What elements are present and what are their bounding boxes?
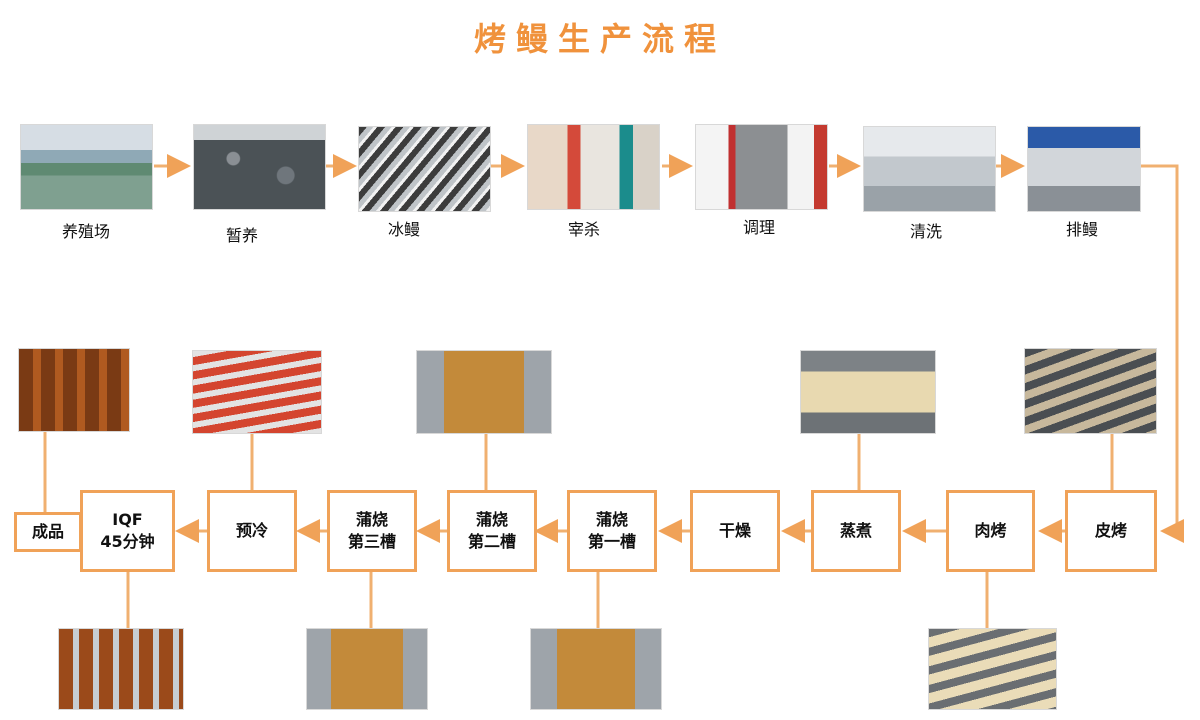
step-label-slaughter: 宰杀 bbox=[567, 220, 600, 239]
step-box-skin-roast: 皮烤 bbox=[1065, 490, 1157, 572]
photo-wash bbox=[863, 126, 996, 212]
photo-steam bbox=[800, 350, 936, 434]
photo-preparation bbox=[695, 124, 828, 210]
step-box-label: IQF bbox=[112, 510, 143, 529]
step-box-kabayaki-2: 蒲烧 第二槽 bbox=[447, 490, 537, 572]
photo-meat-roast bbox=[928, 628, 1057, 710]
step-box-label: 第一槽 bbox=[587, 532, 636, 551]
step-box-label: 蒲烧 bbox=[475, 510, 508, 529]
step-label-prep: 调理 bbox=[742, 218, 775, 237]
step-box-label: 第三槽 bbox=[347, 532, 396, 551]
photo-farm bbox=[20, 124, 153, 210]
photo-roller-2 bbox=[416, 350, 552, 434]
step-box-label: 肉烤 bbox=[974, 521, 1007, 540]
step-label-ice: 冰鳗 bbox=[387, 220, 420, 239]
step-box-label: 蒸煮 bbox=[839, 521, 872, 540]
arrow-down-right bbox=[1141, 164, 1184, 543]
step-box-label: 成品 bbox=[31, 522, 64, 541]
photo-finished bbox=[18, 348, 130, 432]
photo-roller-3 bbox=[306, 628, 428, 710]
step-box-kabayaki-3: 蒲烧 第三槽 bbox=[327, 490, 417, 572]
photo-holding bbox=[193, 124, 326, 210]
photo-precool bbox=[192, 350, 322, 434]
photo-skin-roast bbox=[1024, 348, 1157, 434]
step-box-dry: 干燥 bbox=[690, 490, 780, 572]
photo-roller-1 bbox=[530, 628, 662, 710]
photo-iqf bbox=[58, 628, 184, 710]
photo-ice-eel bbox=[358, 126, 491, 212]
step-box-label: 45分钟 bbox=[100, 532, 155, 551]
step-label-farm: 养殖场 bbox=[61, 222, 110, 241]
photo-arrange bbox=[1027, 126, 1141, 212]
step-box-kabayaki-1: 蒲烧 第一槽 bbox=[567, 490, 657, 572]
step-box-iqf: IQF 45分钟 bbox=[80, 490, 175, 572]
step-box-label: 干燥 bbox=[718, 521, 751, 540]
step-box-label: 皮烤 bbox=[1094, 521, 1127, 540]
step-label-wash: 清洗 bbox=[909, 222, 942, 241]
step-box-label: 蒲烧 bbox=[355, 510, 388, 529]
diagram-title: 烤鳗生产流程 bbox=[473, 20, 726, 58]
step-box-precool: 预冷 bbox=[207, 490, 297, 572]
step-label-arrange: 排鳗 bbox=[1065, 220, 1098, 239]
step-box-steam: 蒸煮 bbox=[811, 490, 901, 572]
step-box-meat-roast: 肉烤 bbox=[946, 490, 1035, 572]
step-label-holding: 暂养 bbox=[225, 226, 258, 245]
step-box-label: 预冷 bbox=[235, 521, 268, 540]
step-box-label: 第二槽 bbox=[467, 532, 516, 551]
photo-slaughter bbox=[527, 124, 660, 210]
step-box-label: 蒲烧 bbox=[595, 510, 628, 529]
step-box-finished: 成品 bbox=[14, 512, 82, 552]
